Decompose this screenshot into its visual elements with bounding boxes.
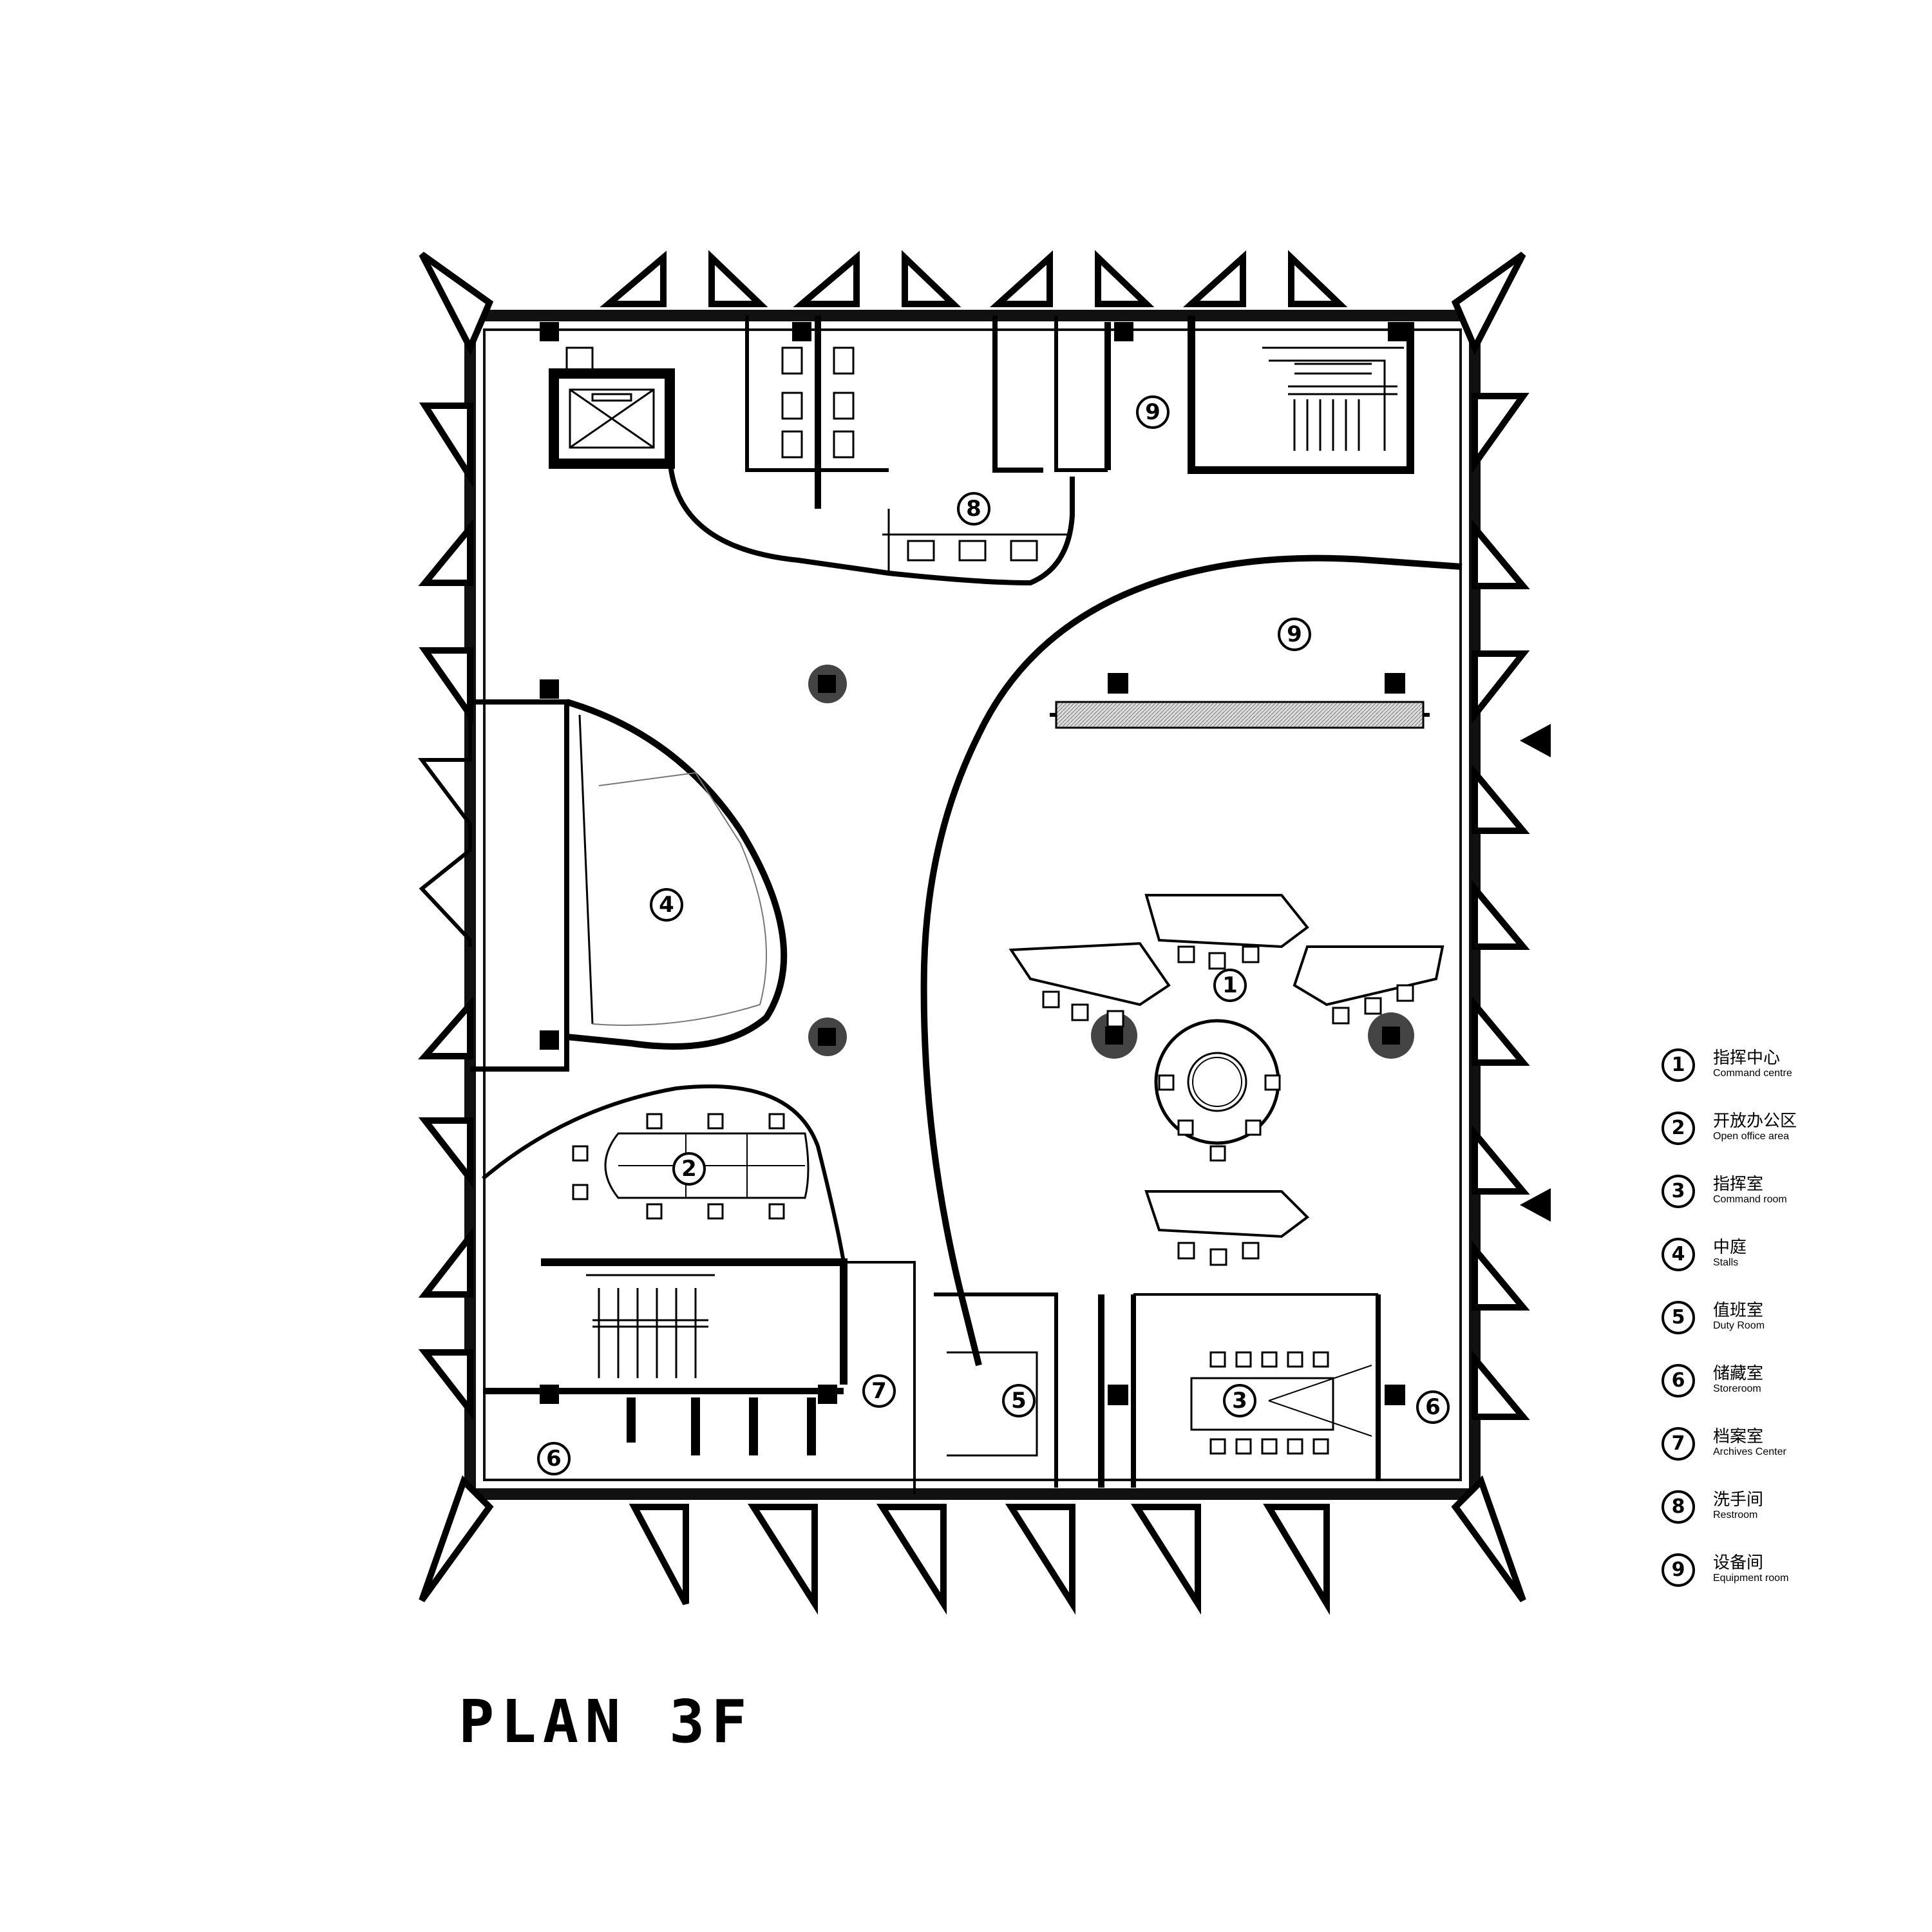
corner-fins xyxy=(419,251,1526,1602)
legend-label-en: Stalls xyxy=(1713,1257,1739,1268)
legend-number-badge: 4 xyxy=(1662,1238,1695,1271)
north-stair xyxy=(1262,346,1404,451)
legend-label-zh: 值班室 xyxy=(1713,1301,1764,1320)
legend-number-badge: 7 xyxy=(1662,1427,1695,1461)
columns xyxy=(540,322,1407,1405)
room-number-label: 6 xyxy=(546,1446,562,1472)
room-number-circle xyxy=(1213,969,1247,1002)
legend-number-badge: 1 xyxy=(1662,1048,1695,1082)
room-number-label: 4 xyxy=(659,892,674,918)
legend-label-en: Storeroom xyxy=(1713,1383,1761,1394)
legend-label-en: Restroom xyxy=(1713,1510,1758,1520)
command-desks xyxy=(1009,894,1444,1238)
legend-number-badge: 3 xyxy=(1662,1175,1695,1208)
room-number-circle xyxy=(862,1374,896,1408)
toilet-stalls xyxy=(781,346,1038,562)
round-columns xyxy=(808,665,1414,1059)
room-number-label: 9 xyxy=(1145,399,1160,425)
legend-label-en: Archives Center xyxy=(1713,1446,1786,1457)
top-fins xyxy=(600,250,1348,307)
room-number-label: 3 xyxy=(1232,1388,1247,1414)
command-chairs xyxy=(1042,945,1414,1266)
legend-label-zh: 指挥室 xyxy=(1713,1175,1764,1194)
legend-label-zh: 指挥中心 xyxy=(1713,1048,1781,1068)
legend-number-badge: 2 xyxy=(1662,1112,1695,1145)
room-number-label: 5 xyxy=(1011,1388,1027,1414)
right-fins xyxy=(1472,393,1530,1420)
legend-number-badge: 9 xyxy=(1662,1553,1695,1587)
room-number-circle xyxy=(1416,1390,1450,1424)
legend-number-badge: 6 xyxy=(1662,1364,1695,1397)
legend-label-zh: 档案室 xyxy=(1713,1427,1764,1446)
room-number-circle xyxy=(1223,1384,1256,1417)
room-number-label: 8 xyxy=(966,496,981,522)
room-number-circle xyxy=(650,888,683,922)
room-number-circle xyxy=(957,492,990,526)
plan-title: PLAN 3F xyxy=(459,1687,753,1756)
room-number-circle xyxy=(672,1152,706,1186)
legend-label-en: Command room xyxy=(1713,1194,1787,1205)
room-number-circle xyxy=(1002,1384,1036,1417)
room-number-label: 1 xyxy=(1222,972,1238,998)
legend-label-zh: 洗手间 xyxy=(1713,1490,1764,1510)
room-number-circle xyxy=(1278,618,1311,651)
entrance-arrow-lower xyxy=(1520,1188,1551,1222)
legend-label-en: Open office area xyxy=(1713,1131,1790,1142)
open-office xyxy=(482,1084,846,1263)
legend-number-badge: 5 xyxy=(1662,1301,1695,1334)
room-number-label: 6 xyxy=(1425,1394,1441,1420)
legend-label-en: Command centre xyxy=(1713,1068,1792,1079)
hatched-wall xyxy=(1055,701,1425,729)
legend-label-zh: 储藏室 xyxy=(1713,1364,1764,1383)
south-rooms xyxy=(483,1258,1381,1494)
bottom-fins xyxy=(629,1504,1330,1616)
room-number-circle xyxy=(537,1442,571,1475)
left-fins xyxy=(417,402,473,1420)
legend-label-zh: 开放办公区 xyxy=(1713,1112,1797,1131)
room-number-label: 7 xyxy=(871,1378,887,1404)
left-bay xyxy=(418,708,472,947)
legend-number-badge: 8 xyxy=(1662,1490,1695,1524)
atrium xyxy=(470,699,788,1072)
north-core xyxy=(549,316,1414,586)
meeting-table xyxy=(1190,1351,1372,1455)
legend-label-zh: 中庭 xyxy=(1713,1238,1747,1257)
office-chairs xyxy=(572,1113,785,1220)
room-number-label: 2 xyxy=(681,1156,697,1182)
entrance-arrow-upper xyxy=(1520,724,1551,757)
room-number-circle xyxy=(1136,395,1170,429)
room-number-label: 9 xyxy=(1287,621,1302,647)
room-markers: 1 2 3 4 5 6 6 7 8 9 9 xyxy=(537,395,1450,1475)
legend-label-en: Duty Room xyxy=(1713,1320,1765,1331)
legend-label-en: Equipment room xyxy=(1713,1573,1789,1584)
legend-label-zh: 设备间 xyxy=(1713,1553,1764,1573)
south-stair xyxy=(586,1274,715,1378)
